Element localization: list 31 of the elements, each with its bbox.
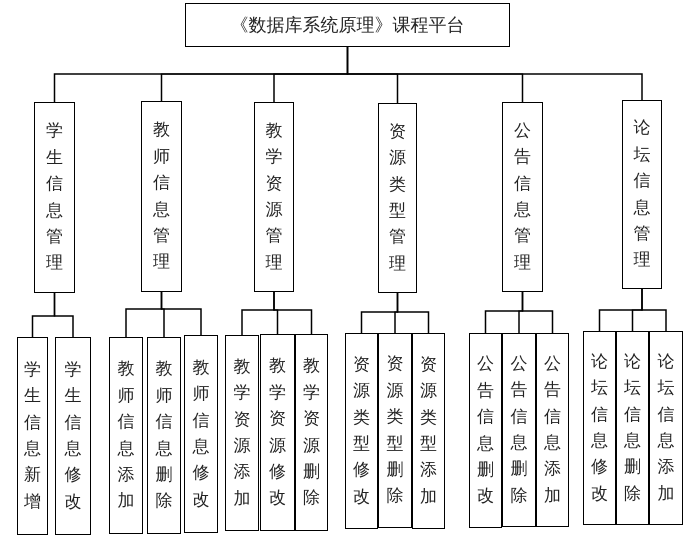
function-box: 公告信息删除 bbox=[502, 333, 536, 527]
function-box: 教学资源修改 bbox=[260, 334, 295, 531]
function-box: 公告信息添加 bbox=[536, 333, 569, 527]
module-box: 教师信息管理 bbox=[141, 101, 182, 292]
function-box: 资源类型修改 bbox=[345, 333, 378, 529]
module-box: 学生信息管理 bbox=[34, 102, 75, 293]
connector-line bbox=[522, 292, 554, 333]
module-box: 论坛信息管理 bbox=[622, 100, 662, 289]
function-box: 资源类型添加 bbox=[412, 333, 445, 529]
connector-line bbox=[396, 293, 430, 333]
function-box: 学生信息修改 bbox=[55, 337, 91, 535]
function-box: 论坛信息删除 bbox=[616, 331, 649, 525]
module-box: 教学资源管理 bbox=[254, 102, 294, 292]
function-box: 公告信息删改 bbox=[469, 333, 502, 528]
function-box: 教学资源添加 bbox=[225, 335, 259, 531]
connector-line bbox=[54, 293, 74, 337]
connector-line bbox=[273, 292, 312, 334]
function-box: 教师信息添加 bbox=[109, 337, 143, 534]
module-box: 公告信息管理 bbox=[502, 102, 543, 292]
function-box: 论坛信息修改 bbox=[583, 331, 616, 525]
function-box: 学生信息新增 bbox=[17, 337, 48, 535]
connector-line bbox=[160, 292, 202, 335]
function-box: 资源类型删除 bbox=[378, 333, 412, 528]
connector-line bbox=[641, 289, 667, 331]
connector-line bbox=[346, 47, 643, 100]
function-box: 教师信息删除 bbox=[147, 337, 181, 534]
module-box: 资源类型管理 bbox=[378, 103, 417, 293]
title-box: 《数据库系统原理》课程平台 bbox=[185, 3, 510, 47]
function-box: 教师信息修改 bbox=[184, 335, 218, 533]
function-box: 教学资源删除 bbox=[295, 334, 328, 531]
function-box: 论坛信息添加 bbox=[649, 331, 683, 525]
